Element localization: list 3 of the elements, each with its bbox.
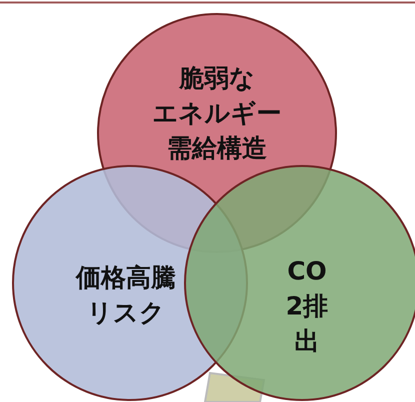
circle-label: 価格高騰リスク (76, 262, 176, 329)
circle-label: CO2排出 (286, 256, 328, 358)
circle-label: 脆弱なエネルギー需給構造 (152, 62, 282, 164)
